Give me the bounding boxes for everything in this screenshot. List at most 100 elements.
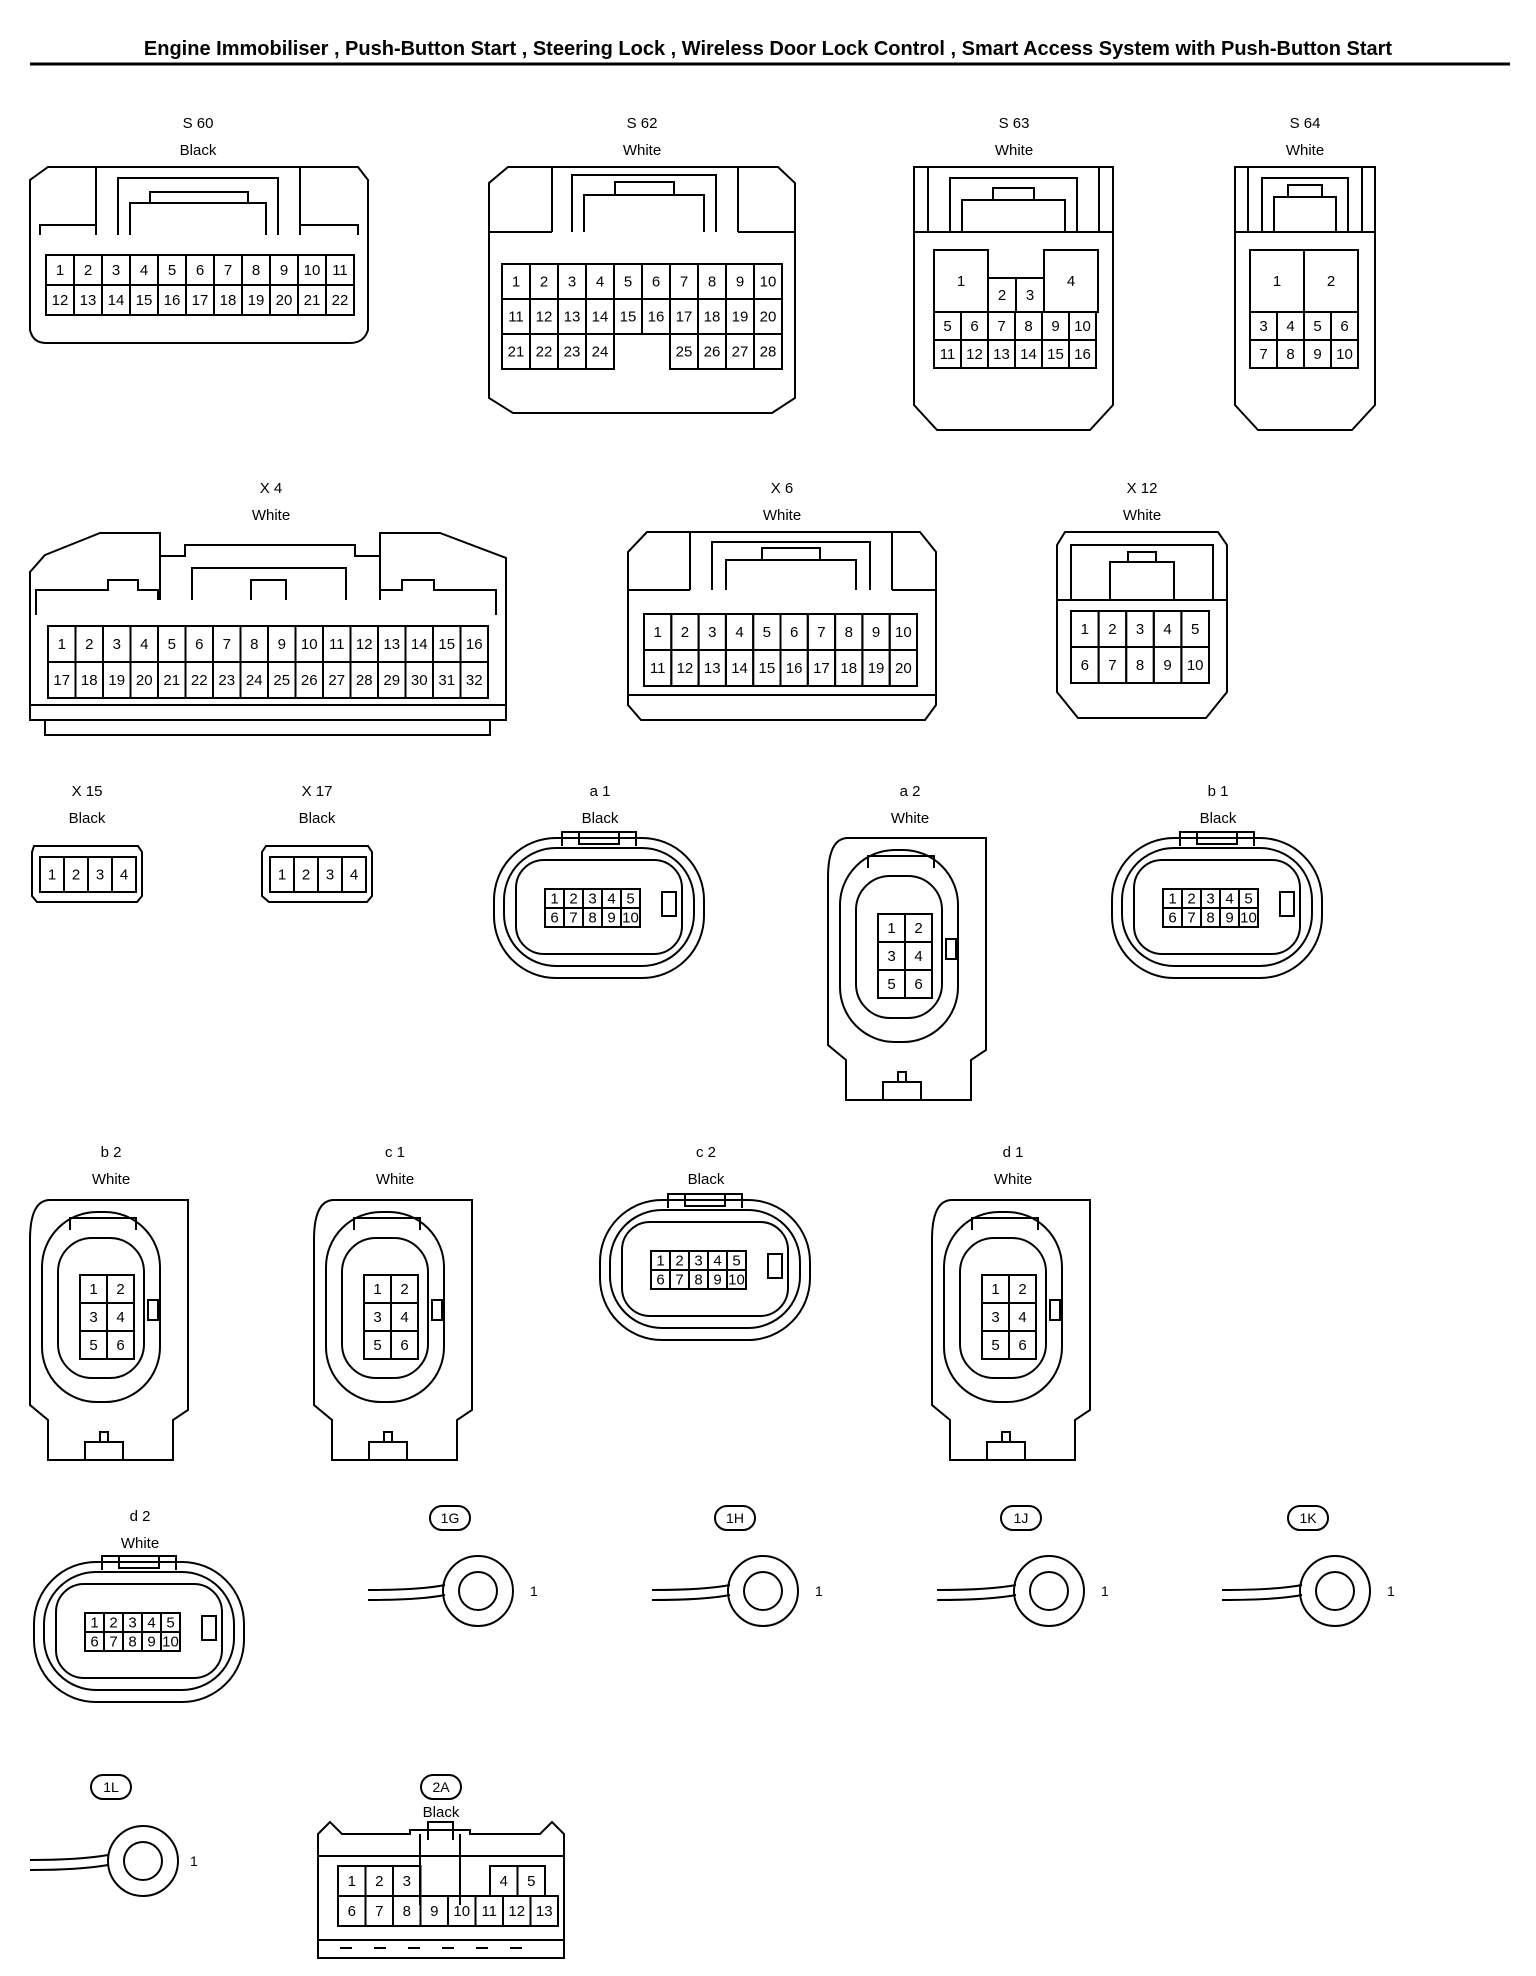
pin-number: 26 bbox=[704, 344, 721, 361]
pin-number: 1 bbox=[653, 624, 661, 641]
pin-number: 5 bbox=[887, 976, 895, 993]
pin-cell bbox=[529, 1895, 559, 1927]
connector-housing bbox=[31, 845, 143, 903]
pin-number: 13 bbox=[80, 292, 97, 309]
pin-number: 13 bbox=[993, 346, 1010, 363]
pin-number: 19 bbox=[248, 292, 265, 309]
connector-housing bbox=[827, 837, 987, 1101]
housing-outer bbox=[599, 1199, 811, 1341]
pin-number: 13 bbox=[564, 309, 581, 326]
ground-ring bbox=[1013, 1555, 1085, 1627]
pin-number: 6 bbox=[790, 624, 798, 641]
pin-number: 10 bbox=[301, 636, 318, 653]
ground-1j: 1J 1 bbox=[936, 1505, 1109, 1627]
connector-housing bbox=[599, 1193, 811, 1341]
pin-number: 6 bbox=[116, 1337, 124, 1354]
pin-number: 6 bbox=[90, 1634, 98, 1651]
housing-outer bbox=[29, 1199, 189, 1461]
pin-number: 1 bbox=[512, 274, 520, 291]
connector-housing bbox=[627, 531, 937, 721]
housing-latch bbox=[69, 1217, 137, 1230]
pin-number: 8 bbox=[1136, 657, 1144, 674]
pin-number: 4 bbox=[140, 262, 148, 279]
pin-cell bbox=[1180, 646, 1211, 684]
pin-number: 6 bbox=[400, 1337, 408, 1354]
housing-outer bbox=[313, 1199, 473, 1461]
ground-code-badge bbox=[429, 1505, 471, 1531]
ground-code: 1G bbox=[441, 1510, 460, 1526]
housing-key bbox=[661, 891, 677, 917]
connector-latch bbox=[914, 167, 1113, 233]
pin-number: 4 bbox=[1286, 318, 1294, 335]
ground-pin: 1 bbox=[1387, 1583, 1395, 1599]
pin-number: 4 bbox=[350, 867, 358, 884]
connector-color: White bbox=[623, 142, 661, 159]
pin-number: 10 bbox=[728, 1272, 745, 1289]
ground-wire bbox=[29, 1854, 109, 1861]
pin-number: 2 bbox=[1187, 891, 1195, 908]
connector-code: X 17 bbox=[302, 783, 333, 800]
pin-number: 18 bbox=[220, 292, 237, 309]
pin-number: 4 bbox=[607, 891, 615, 908]
housing-outer bbox=[33, 1561, 245, 1703]
housing-face bbox=[57, 1237, 145, 1379]
pin-cell bbox=[888, 649, 919, 687]
pin-number: 17 bbox=[53, 672, 70, 689]
pin-number: 4 bbox=[120, 867, 128, 884]
connector-color: Black bbox=[688, 1171, 725, 1188]
pin-number: 1 bbox=[991, 1281, 999, 1298]
pin-number: 1 bbox=[56, 262, 64, 279]
pin-number: 8 bbox=[403, 1903, 411, 1920]
ground-1g: 1G 1 bbox=[367, 1505, 538, 1627]
pin-number: 3 bbox=[1136, 621, 1144, 638]
pin-number: 8 bbox=[845, 624, 853, 641]
pin-number: 5 bbox=[166, 1615, 174, 1632]
pin-number: 11 bbox=[332, 262, 348, 279]
connector-code: d 1 bbox=[1003, 1144, 1024, 1161]
connector-color: White bbox=[92, 1171, 130, 1188]
pin-number: 2 bbox=[109, 1615, 117, 1632]
housing-inner bbox=[609, 1209, 801, 1329]
pin-number: 3 bbox=[1206, 891, 1214, 908]
pin-number: 5 bbox=[626, 891, 634, 908]
connector-housing bbox=[317, 1820, 565, 1959]
ground-code: 1K bbox=[1299, 1510, 1317, 1526]
housing-inner bbox=[503, 847, 695, 967]
pin-number: 13 bbox=[704, 660, 721, 677]
pin-number: 2 bbox=[914, 920, 922, 937]
housing-face bbox=[341, 1237, 429, 1379]
connector-code: S 63 bbox=[999, 115, 1030, 132]
connector-color: White bbox=[376, 1171, 414, 1188]
connector-color: White bbox=[252, 507, 290, 524]
ground-wire bbox=[936, 1594, 1017, 1601]
pin-number: 1 bbox=[89, 1281, 97, 1298]
pin-number: 4 bbox=[1018, 1309, 1026, 1326]
pin-cell bbox=[459, 661, 489, 699]
pin-number: 11 bbox=[940, 346, 956, 363]
connector-color: White bbox=[995, 142, 1033, 159]
pin-number: 12 bbox=[677, 660, 694, 677]
pin-number: 4 bbox=[735, 624, 743, 641]
connector-housing bbox=[33, 1555, 245, 1703]
pin-number: 9 bbox=[1163, 657, 1171, 674]
pin-number: 1 bbox=[957, 273, 965, 290]
pin-number: 3 bbox=[89, 1309, 97, 1326]
pin-number: 29 bbox=[383, 672, 400, 689]
pin-number: 14 bbox=[592, 309, 609, 326]
pin-number: 4 bbox=[400, 1309, 408, 1326]
connector-code: d 2 bbox=[130, 1508, 151, 1525]
pin-number: 7 bbox=[680, 274, 688, 291]
connector-housing bbox=[931, 1199, 1091, 1461]
pin-number: 10 bbox=[760, 274, 777, 291]
pin-number: 9 bbox=[1051, 318, 1059, 335]
connector-housing bbox=[913, 166, 1114, 431]
pin-cell bbox=[1238, 907, 1259, 928]
